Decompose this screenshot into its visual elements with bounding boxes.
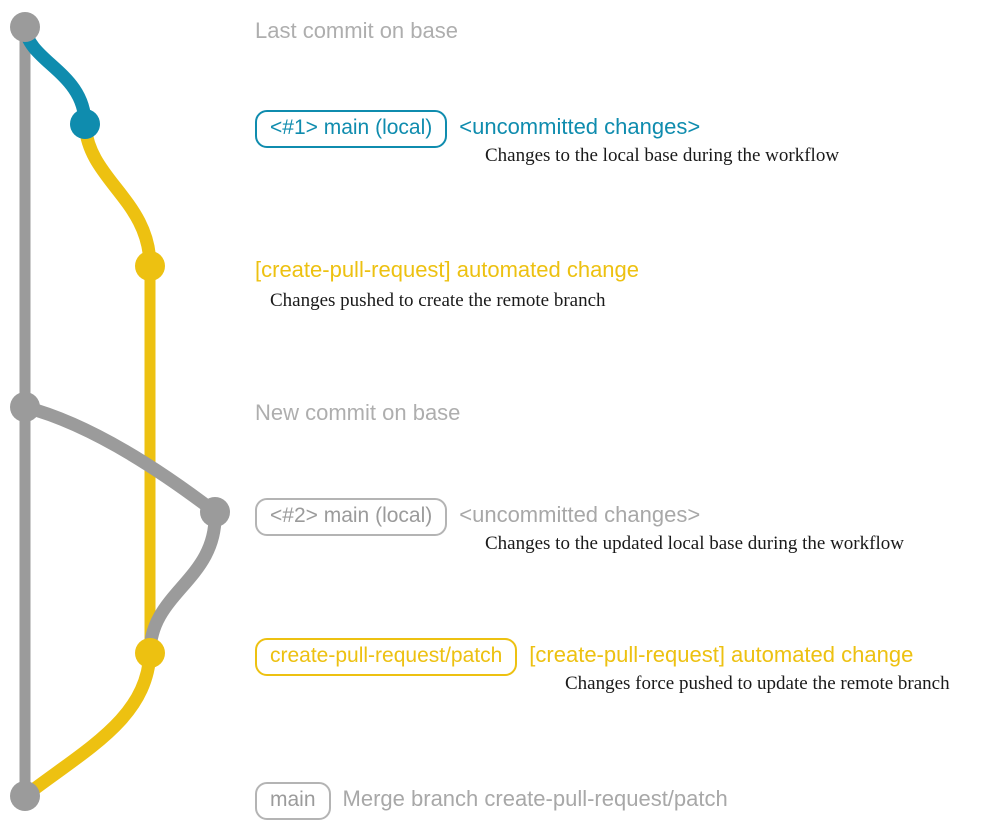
commit-node-new-commit-on-base[interactable] [10, 392, 40, 422]
commit-node-local-2[interactable] [200, 497, 230, 527]
commit-message-uncommitted-2: <uncommitted changes> [459, 502, 701, 527]
headline-wrap: Merge branch create-pull-request/patch [343, 782, 728, 812]
edge-local2-to-patch2 [143, 505, 222, 660]
graph-entry-local-1: <#1> main (local) <uncommitted changes> [255, 110, 700, 148]
commit-node-local-1[interactable] [70, 109, 100, 139]
description-patch-branch: Changes force pushed to update the remot… [565, 673, 950, 694]
headline-wrap: <uncommitted changes> [459, 498, 700, 528]
commit-node-automated-change-1[interactable] [135, 251, 165, 281]
branch-badge-main[interactable]: main [255, 782, 331, 820]
headline-wrap: Last commit on base [255, 14, 458, 44]
description-local-2: Changes to the updated local base during… [485, 533, 904, 554]
commit-message-automated-change-2: [create-pull-request] automated change [529, 642, 914, 667]
commit-message-merge: Merge branch create-pull-request/patch [342, 786, 728, 811]
graph-entry-patch-branch: create-pull-request/patch [create-pull-r… [255, 638, 913, 676]
edge-base-to-local2 [18, 400, 222, 519]
graph-entry-automated-change-1: [create-pull-request] automated change [255, 253, 639, 283]
graph-entry-last-commit: Last commit on base [255, 14, 458, 44]
headline-wrap: [create-pull-request] automated change [255, 253, 639, 283]
branch-badge-main-local-1[interactable]: <#1> main (local) [255, 110, 448, 148]
branch-badge-create-pull-request-patch[interactable]: create-pull-request/patch [255, 638, 518, 676]
graph-entry-local-2: <#2> main (local) <uncommitted changes> [255, 498, 700, 536]
commit-message-uncommitted-1: <uncommitted changes> [459, 114, 701, 139]
graph-entry-merge: main Merge branch create-pull-request/pa… [255, 782, 728, 820]
headline-wrap: New commit on base [255, 396, 460, 426]
commit-message-last-commit: Last commit on base [255, 18, 458, 43]
badge-wrap: main [255, 782, 331, 820]
badge-wrap: <#1> main (local) [255, 110, 448, 148]
badge-wrap: create-pull-request/patch [255, 638, 518, 676]
badge-wrap: <#2> main (local) [255, 498, 448, 536]
description-automated-change-1: Changes pushed to create the remote bran… [270, 290, 606, 311]
headline-wrap: [create-pull-request] automated change [529, 638, 913, 668]
commit-message-new-commit: New commit on base [255, 400, 461, 425]
commit-node-automated-change-2[interactable] [135, 638, 165, 668]
edge-local1-to-patch1 [78, 117, 157, 273]
branch-badge-main-local-2[interactable]: <#2> main (local) [255, 498, 448, 536]
commit-node-last-commit-on-base[interactable] [10, 12, 40, 42]
edge-patch-merge-to-base [18, 646, 157, 803]
commit-message-automated-change-1: [create-pull-request] automated change [255, 257, 640, 282]
commit-node-merge[interactable] [10, 781, 40, 811]
headline-wrap: <uncommitted changes> [459, 110, 700, 140]
edge-base-to-local1 [18, 20, 92, 131]
graph-entry-new-commit: New commit on base [255, 396, 460, 426]
description-local-1: Changes to the local base during the wor… [485, 145, 840, 166]
